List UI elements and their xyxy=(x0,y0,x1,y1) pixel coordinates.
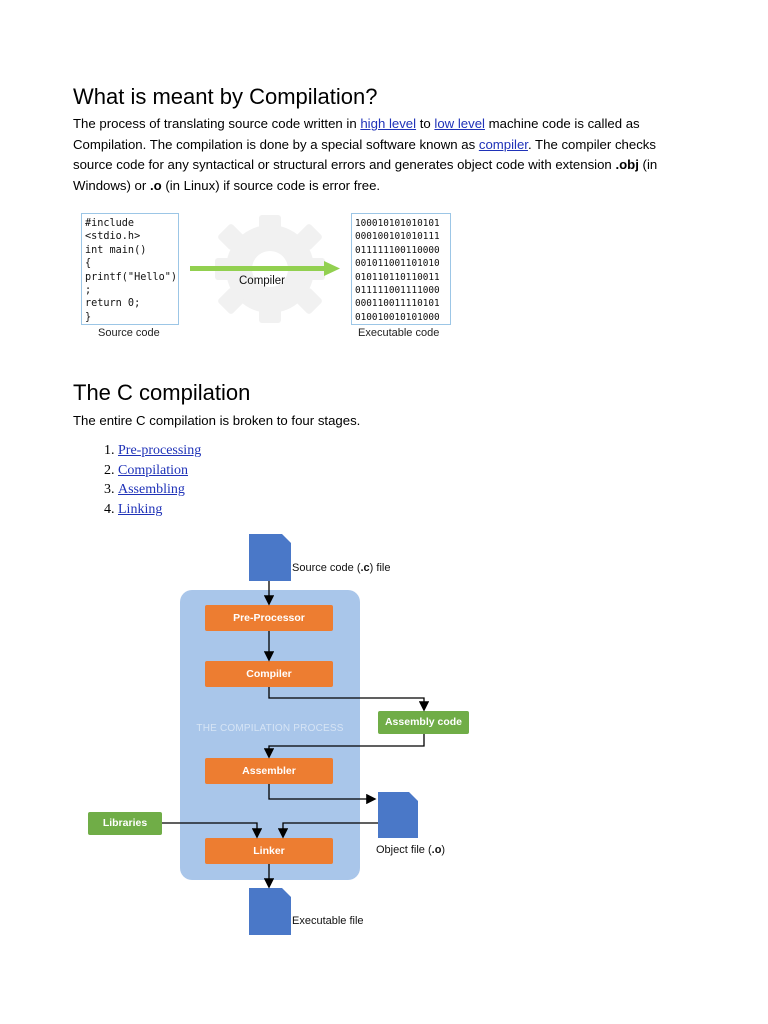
libraries-box xyxy=(88,812,162,835)
source-code-lines: #include <stdio.h>int main() {printf("Hell… xyxy=(85,217,178,324)
arrow-assembly-to-assembler xyxy=(263,734,425,759)
object-file-icon xyxy=(378,792,418,838)
assembler-label: Assembler xyxy=(242,765,296,777)
arrow-icon xyxy=(190,261,340,276)
para-text: . The compiler checks source code for an… xyxy=(73,136,656,173)
stages-list: Pre-processing Compilation Assembling Li… xyxy=(73,441,418,519)
ext-obj: .obj xyxy=(615,157,639,172)
source-code-line: printf("Hello") xyxy=(85,271,178,283)
link-linking[interactable]: Linking xyxy=(118,501,163,517)
source-code-line: return 0; xyxy=(85,298,141,310)
compilation-paragraph: The process of translating source code w… xyxy=(73,114,698,196)
para-text: (in Windows) or xyxy=(73,157,658,193)
binary-code-line: 100010101010101 xyxy=(355,218,440,229)
list-item: Compilation xyxy=(118,461,418,481)
libraries-label: Libraries xyxy=(102,817,148,829)
ext-o: .o xyxy=(149,177,162,193)
label-text: Object file ( xyxy=(376,844,432,856)
source-code-box: #include <stdio.h>int main() {printf("Hell… xyxy=(81,213,179,325)
source-code-caption: Source code xyxy=(98,327,160,339)
source-code-line: <stdio.h> xyxy=(85,231,141,243)
executable-code-caption: Executable code xyxy=(358,327,440,339)
arrow-libraries-to-linker xyxy=(162,822,263,839)
compiler-box xyxy=(205,661,333,687)
source-code-line: ; xyxy=(85,285,92,297)
label-text: ) file xyxy=(369,562,391,574)
c-compilation-intro: The entire C compilation is broken to fo… xyxy=(73,413,361,428)
binary-code-line: 000100101010111 xyxy=(355,231,440,243)
binary-code-line: 001011001101010 xyxy=(355,258,440,270)
arrow-object-to-linker xyxy=(277,822,378,839)
binary-code-line: 010010010101000 xyxy=(355,311,440,323)
source-code-line: { xyxy=(85,258,92,270)
executable-file-icon xyxy=(249,888,291,935)
link-low-level[interactable]: low level xyxy=(434,116,485,131)
compilation-process-label: THE COMPILATION PROCESS xyxy=(196,723,344,734)
source-code-line: int main() xyxy=(85,244,147,256)
source-code-line: #include xyxy=(85,218,135,229)
executable-file-label: Executable file xyxy=(292,915,364,927)
arrow-compiler-to-assembly xyxy=(268,687,430,712)
list-item: Linking xyxy=(118,500,418,520)
binary-code-line: 011111001111000 xyxy=(355,285,440,297)
label-ext: .o xyxy=(431,844,442,856)
compilation-figure: #include <stdio.h>int main() {printf("Hell… xyxy=(70,205,470,350)
assembly-code-label: Assembly code xyxy=(384,716,463,728)
source-code-line: } xyxy=(85,311,92,323)
para-text: machine code is called as Compilation. T… xyxy=(73,116,640,152)
list-item: Assembling xyxy=(118,480,418,500)
arrow-compiler-label: Compiler xyxy=(239,275,286,287)
section-heading-c-compilation: The C compilation xyxy=(73,380,251,405)
link-compilation[interactable]: Compilation xyxy=(118,462,188,478)
compiler-label: Compiler xyxy=(246,668,292,680)
assembler-box xyxy=(205,758,333,784)
para-text: to xyxy=(416,116,435,131)
list-item: Pre-processing xyxy=(118,441,418,461)
para-text: (in Linux) if source code is error free. xyxy=(161,177,381,193)
compilation-process-panel xyxy=(180,590,360,880)
binary-code-line: 010110110110011 xyxy=(355,271,440,283)
para-text: The process of translating source code w… xyxy=(73,116,361,131)
label-text: ) xyxy=(441,844,446,856)
pre-processor-label: Pre-Processor xyxy=(233,612,305,624)
arrow-assembler-to-object xyxy=(268,784,377,805)
label-ext: .c xyxy=(360,562,370,574)
link-assembling[interactable]: Assembling xyxy=(118,482,185,497)
linker-label: Linker xyxy=(253,845,285,857)
link-compiler[interactable]: compiler xyxy=(478,136,528,152)
binary-code-line: 011111100110000 xyxy=(355,244,440,256)
section-heading-compilation: What is meant by Compilation? xyxy=(73,84,378,109)
pre-processor-box xyxy=(205,605,333,631)
label-text: Source code ( xyxy=(292,562,361,574)
linker-box xyxy=(205,838,333,864)
link-high-level[interactable]: high level xyxy=(360,116,417,131)
source-file-icon xyxy=(249,534,291,581)
link-pre-processing[interactable]: Pre-processing xyxy=(118,443,202,458)
assembly-code-box xyxy=(378,711,469,734)
source-file-label: Source code (.c) file xyxy=(292,562,390,574)
binary-code-line: 000110011110101 xyxy=(355,298,440,310)
object-file-label: Object file (.o) xyxy=(376,844,445,856)
